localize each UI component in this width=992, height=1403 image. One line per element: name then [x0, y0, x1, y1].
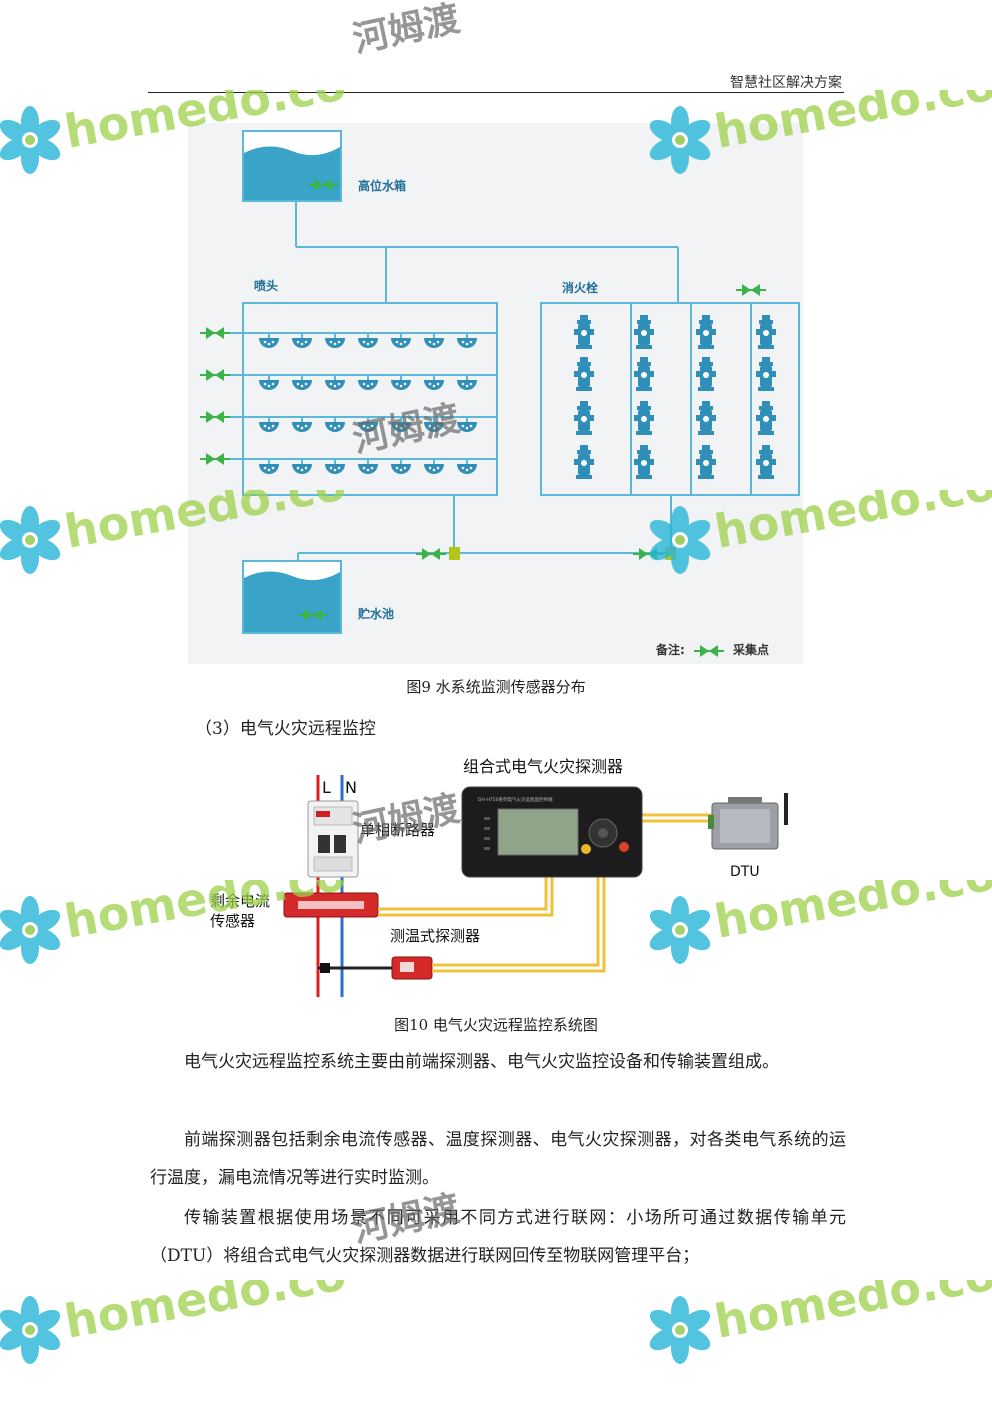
hydrant-label: 消火栓	[562, 280, 598, 295]
collection-point-icon	[416, 547, 446, 561]
label-L: L	[322, 778, 331, 797]
sprinkler-icon	[258, 375, 280, 391]
pipe-network	[208, 201, 800, 561]
hydrant-grid	[574, 315, 776, 479]
water-system-figure: 高位水箱	[188, 123, 803, 664]
collection-point-icon	[736, 283, 766, 297]
detector-label: 组合式电气火灾探测器	[463, 757, 623, 776]
collection-node	[665, 547, 676, 560]
high-water-tank	[242, 130, 342, 202]
sprinkler-icon	[258, 333, 280, 349]
sprinkler-icon	[357, 459, 379, 475]
water-system-diagram: 高位水箱	[200, 130, 800, 658]
sprinkler-icon	[258, 459, 280, 475]
combined-fire-detector: DH-H750系列电气火灾远程监控终端	[461, 786, 643, 878]
sprinkler-icon	[423, 375, 445, 391]
breaker-label: 单相断路器	[360, 821, 435, 839]
svg-text:河姆渡: 河姆渡	[350, 0, 464, 61]
sprinkler-icon	[291, 333, 313, 349]
storage-label: 贮水池	[357, 606, 394, 621]
sprinkler-icon	[456, 459, 478, 475]
hydrant-icon	[634, 401, 654, 435]
sprinkler-icon	[258, 417, 280, 433]
collection-point-icon	[200, 410, 230, 424]
hydrant-icon	[574, 357, 594, 391]
dtu-device	[708, 793, 788, 850]
sprinkler-icon	[390, 459, 412, 475]
hydrant-icon	[756, 357, 776, 391]
section-heading: （3）电气火灾远程监控	[195, 719, 376, 739]
paragraph-1: 电气火灾远程监控系统主要由前端探测器、电气火灾监控设备和传输装置组成。	[184, 1052, 779, 1072]
hydrant-icon	[634, 315, 654, 349]
sprinkler-icon	[390, 333, 412, 349]
header-rule	[148, 92, 844, 93]
hydrant-icon	[574, 401, 594, 435]
sprinkler-icon	[423, 417, 445, 433]
hydrant-icon	[574, 315, 594, 349]
residual-label-2: 传感器	[210, 912, 255, 930]
figure9-caption: 图9 水系统监测传感器分布	[406, 678, 586, 696]
sprinkler-icon	[324, 375, 346, 391]
breaker	[307, 800, 359, 878]
collection-point-icon	[694, 644, 724, 658]
sprinkler-icon	[291, 417, 313, 433]
hydrant-icon	[696, 401, 716, 435]
device-header-text: DH-H750系列电气火灾远程监控终端	[478, 796, 553, 803]
hydrant-icon	[696, 315, 716, 349]
svg-text:homedo.com: homedo.com	[61, 1280, 350, 1349]
hydrant-icon	[756, 401, 776, 435]
hydrant-icon	[696, 445, 716, 479]
sprinkler-icon	[423, 333, 445, 349]
sprinkler-icon	[357, 333, 379, 349]
collection-point-icon	[200, 452, 230, 466]
sprinkler-icon	[456, 417, 478, 433]
hydrant-icon	[634, 357, 654, 391]
collection-point-icon	[200, 368, 230, 382]
hydrant-icon	[574, 445, 594, 479]
watermark-cn: 河姆渡	[349, 0, 490, 74]
temp-detector-label: 测温式探测器	[390, 927, 480, 945]
legend-prefix: 备注:	[655, 642, 685, 657]
sprinkler-icon	[390, 375, 412, 391]
sprinkler-icon	[291, 375, 313, 391]
sprinkler-icon	[324, 333, 346, 349]
collection-node	[449, 547, 460, 560]
svg-text:homedo.com: homedo.com	[711, 1280, 992, 1349]
residual-label-1: 剩余电流	[210, 892, 270, 910]
paragraph-3: 传输装置根据使用场景不同可采用不同方式进行联网：小场所可通过数据传输单元（DTU…	[150, 1208, 846, 1266]
collection-point-icon	[200, 326, 230, 340]
sprinkler-label: 喷头	[254, 278, 278, 293]
storage-pool	[242, 560, 342, 634]
collection-point-icon	[633, 547, 663, 561]
legend-text: 采集点	[732, 642, 769, 657]
paragraph-2: 前端探测器包括剩余电流传感器、温度探测器、电气火灾探测器，对各类电气系统的运行温…	[150, 1130, 846, 1188]
hydrant-icon	[696, 357, 716, 391]
label-N: N	[345, 778, 357, 797]
sprinkler-icon	[357, 417, 379, 433]
hydrant-icon	[634, 445, 654, 479]
hydrant-icon	[756, 445, 776, 479]
sprinkler-icon	[456, 333, 478, 349]
dtu-label: DTU	[730, 864, 760, 880]
watermark-logo: homedo.com	[640, 1238, 992, 1374]
high-tank-label: 高位水箱	[358, 178, 406, 193]
sprinkler-icon	[324, 459, 346, 475]
sprinkler-icon	[456, 375, 478, 391]
signal-cables	[378, 813, 712, 973]
sprinkler-icon	[324, 417, 346, 433]
sprinkler-icon	[390, 417, 412, 433]
sprinkler-icon	[291, 459, 313, 475]
header-title: 智慧社区解决方案	[730, 75, 842, 91]
electrical-fire-figure: L N 单相断路器 剩余电流 传感器 测温式探测器	[200, 745, 800, 1005]
figure10-caption: 图10 电气火灾远程监控系统图	[394, 1016, 598, 1034]
sprinkler-icon	[357, 375, 379, 391]
sprinkler-icon	[423, 459, 445, 475]
watermark-logo: homedo.com	[0, 1238, 397, 1374]
hydrant-icon	[756, 315, 776, 349]
electrical-fire-diagram: L N 单相断路器 剩余电流 传感器 测温式探测器	[210, 757, 788, 997]
sprinkler-grid	[258, 333, 478, 475]
